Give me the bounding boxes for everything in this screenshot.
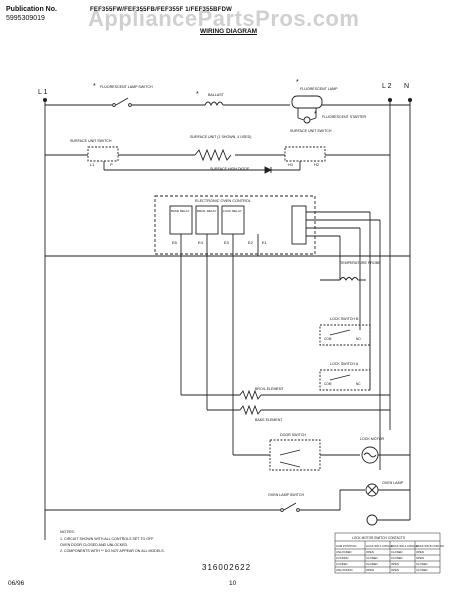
table-cell: CLOSED <box>391 550 403 554</box>
fluorescent-circuit <box>45 95 410 124</box>
fluorescent-lamp-switch-label: FLUORESCENT LAMP SWITCH <box>100 85 153 89</box>
table-cell: OPEN <box>416 556 424 560</box>
lamp-switch-contact <box>115 97 129 106</box>
l1-label: L 1 <box>38 89 48 96</box>
fluorescent-lamp-label: FLUORESCENT LAMP <box>300 87 338 91</box>
surface-unit-switch-right <box>284 146 326 162</box>
table-cell: OPEN <box>391 568 399 572</box>
bake-element <box>207 404 390 416</box>
watermark: AppliancePartsPros.com <box>88 6 360 31</box>
electronic-oven-control <box>154 195 316 256</box>
bake-element-label: BAKE ELEMENT <box>255 418 283 422</box>
lock-b-no: NO <box>356 337 361 341</box>
oven-lamp-circuit <box>45 483 410 526</box>
door-switch <box>269 439 321 471</box>
table-cell: LOCKED <box>336 562 348 566</box>
table-cell: OPEN <box>366 550 374 554</box>
pin-e4: E4 <box>198 240 204 245</box>
door-switch-label: DOOR SWITCH <box>280 433 306 437</box>
oven-lamp-label: OVEN LAMP <box>382 481 404 485</box>
surface-unit-switch-left <box>87 146 119 162</box>
pin-e2: E2 <box>248 240 254 245</box>
pin-e1: E1 <box>262 240 268 245</box>
pin-l1: L1 <box>90 162 95 167</box>
footer-page: 10 <box>229 580 237 587</box>
lock-switch-b-label: LOCK SWITCH B <box>330 317 359 321</box>
table-cell: LOCKING <box>336 556 349 560</box>
lock-a-nc: NC <box>356 382 361 386</box>
electronic-oven-control-label: ELECTRONIC OVEN CONTROL <box>195 199 251 203</box>
publication-number: 5995309019 <box>6 15 45 22</box>
table-cell: OPEN <box>416 550 424 554</box>
table-header-cell: LOCK SW A COM-NC <box>366 544 394 548</box>
table-cell: CLOSED <box>391 556 403 560</box>
lock-motor <box>232 425 410 464</box>
broil-element <box>181 389 390 401</box>
table-cell: OPEN <box>391 562 399 566</box>
pin-e5: E5 <box>172 240 178 245</box>
pin-e3: E3 <box>224 240 230 245</box>
pin-h1: H1 <box>288 162 294 167</box>
temperature-probe <box>320 277 366 281</box>
fluorescent-starter-label: FLUORESCENT STARTER <box>322 115 367 119</box>
table-cell: OPEN <box>366 568 374 572</box>
model-numbers: FEF355FW/FEF355FB/FEF355F 1/FEF355BFDW <box>90 7 232 13</box>
table-cell: CLOSED <box>416 562 428 566</box>
oven-lamp-switch-label: OVEN LAMP SWITCH <box>268 493 304 497</box>
note-2: 2. COMPONENTS WITH ** DO NOT APPEAR ON A… <box>60 549 165 553</box>
n-label: N <box>404 83 409 90</box>
fluorescent-lamp-tube <box>291 95 323 109</box>
table-cell: CLOSED <box>366 562 378 566</box>
footer-date: 06/96 <box>8 580 25 587</box>
table-cell: UNLOCKED <box>336 550 352 554</box>
control-wiring <box>45 211 410 470</box>
ballast-label: BALLAST <box>208 93 225 97</box>
lock-a-com: COM <box>324 382 332 386</box>
table-header-cell: LOCK SW B COM-NO <box>416 544 445 548</box>
svg-text:*: * <box>196 91 199 98</box>
table-cell: CLOSED <box>366 556 378 560</box>
pin-h2: H2 <box>314 162 320 167</box>
surface-diode <box>264 166 273 174</box>
surface-unit-label: SURFACE UNIT (1 SHOWN, 4 USED) <box>190 135 251 139</box>
table-cell: CLOSED <box>416 568 428 572</box>
publication-label: Publication No. <box>6 6 57 13</box>
contacts-table <box>334 532 441 574</box>
table-header-cell: CAM POSITION <box>336 544 356 548</box>
lock-switch-a-label: LOCK SWITCH A <box>330 362 359 366</box>
svg-text:*: * <box>93 83 96 90</box>
svg-text:*: * <box>314 111 317 118</box>
notes-title: NOTES: <box>60 529 75 534</box>
surface-high-diode-label: SURFACE HIGH DIODE <box>210 167 250 171</box>
surface-unit-element <box>194 148 232 162</box>
surface-unit-switch-left-label: SURFACE UNIT SWITCH <box>70 139 112 143</box>
broil-relay-label: BROIL RELAY <box>197 209 216 213</box>
table-title: LOCK MOTOR SWITCH CONTACTS <box>352 536 405 540</box>
lock-switch-b <box>319 324 371 346</box>
starter-symbol <box>303 116 311 124</box>
lock-switch-a <box>319 369 371 391</box>
note-1: 1. CIRCUIT SHOWN WITH ALL CONTROLS SET T… <box>60 537 154 541</box>
surface-unit-switch-right-label: SURFACE UNIT SWITCH <box>290 129 332 133</box>
table-cell: UNLOCKING <box>336 568 353 572</box>
control-terminal-block <box>291 205 307 245</box>
broil-element-label: BROIL ELEMENT <box>255 387 284 391</box>
lock-motor-label: LOCK MOTOR <box>360 437 384 441</box>
svg-text:*: * <box>296 79 299 86</box>
bake-relay-label: BAKE RELAY <box>171 209 189 213</box>
lock-b-com: COM <box>324 337 332 341</box>
surface-unit-circuit <box>45 146 390 174</box>
ballast-coil <box>204 101 224 107</box>
temperature-probe-label: TEMPERATURE PROBE <box>340 261 381 265</box>
pin-p: P <box>110 162 113 167</box>
diagram-number: 316002622 <box>202 563 252 572</box>
diagram-title: WIRING DIAGRAM <box>200 28 258 35</box>
l2-label: L 2 <box>382 83 392 90</box>
note-1b: OVEN DOOR CLOSED AND UNLOCKED. <box>60 543 128 547</box>
table-header-cell: LOCK SW A COM-NO <box>391 544 419 548</box>
oven-lamp-2 <box>366 514 378 526</box>
lock-relay-label: LOCK RELAY <box>223 209 242 213</box>
